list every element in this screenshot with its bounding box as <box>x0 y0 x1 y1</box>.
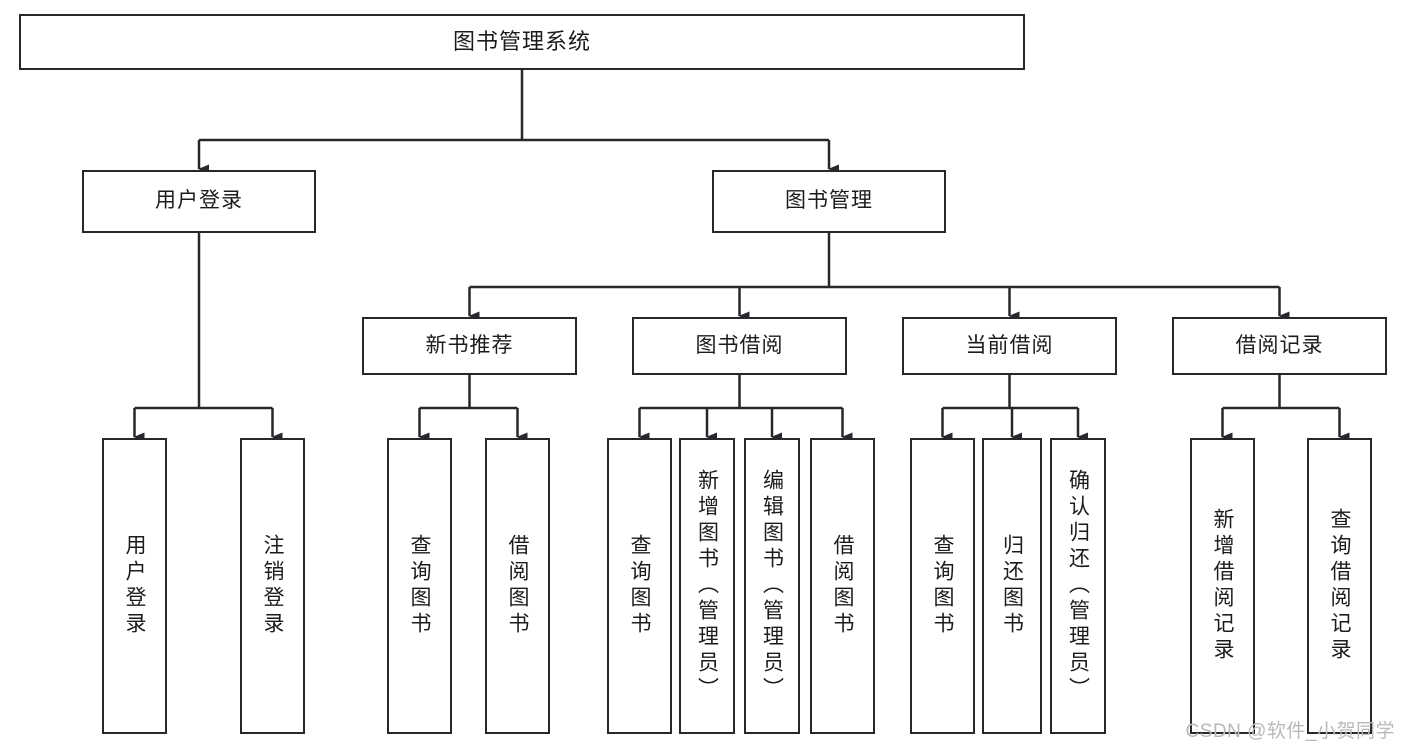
node-borrow[interactable]: 图书借阅 <box>632 317 847 375</box>
node-login[interactable]: 用户登录 <box>82 170 316 233</box>
node-leaf-qrec[interactable]: 查询借阅记录 <box>1307 438 1372 734</box>
connector-lines <box>133 70 1350 442</box>
node-label: 新增借阅记录 <box>1211 508 1235 664</box>
node-label: 用户登录 <box>155 189 243 213</box>
node-leaf-b2[interactable]: 借阅图书 <box>810 438 875 734</box>
node-label: 查询图书 <box>628 534 652 638</box>
node-leaf-login[interactable]: 用户登录 <box>102 438 167 734</box>
node-leaf-logout[interactable]: 注销登录 <box>240 438 305 734</box>
node-root[interactable]: 图书管理系统 <box>19 14 1025 70</box>
node-leaf-add[interactable]: 新增图书（管理员） <box>679 438 735 734</box>
node-leaf-addrec[interactable]: 新增借阅记录 <box>1190 438 1255 734</box>
node-label: 确认归还（管理员） <box>1066 469 1090 703</box>
node-label: 查询图书 <box>408 534 432 638</box>
node-label: 注销登录 <box>261 534 285 638</box>
node-label: 借阅记录 <box>1235 333 1324 357</box>
node-bookmgr[interactable]: 图书管理 <box>712 170 946 233</box>
node-leaf-ret[interactable]: 归还图书 <box>982 438 1042 734</box>
node-leaf-edit[interactable]: 编辑图书（管理员） <box>744 438 800 734</box>
node-leaf-q2[interactable]: 查询图书 <box>607 438 672 734</box>
node-records[interactable]: 借阅记录 <box>1172 317 1387 375</box>
node-label: 当前借阅 <box>965 333 1054 357</box>
node-label: 图书管理系统 <box>452 29 591 55</box>
node-leaf-q3[interactable]: 查询图书 <box>910 438 975 734</box>
node-label: 归还图书 <box>1000 534 1024 638</box>
node-label: 编辑图书（管理员） <box>760 469 784 703</box>
node-label: 用户登录 <box>123 534 147 638</box>
node-label: 查询图书 <box>931 534 955 638</box>
node-label: 借阅图书 <box>831 534 855 638</box>
node-current[interactable]: 当前借阅 <box>902 317 1117 375</box>
node-newbook[interactable]: 新书推荐 <box>362 317 577 375</box>
node-label: 借阅图书 <box>506 534 530 638</box>
node-label: 图书管理 <box>785 189 873 213</box>
node-leaf-b1[interactable]: 借阅图书 <box>485 438 550 734</box>
node-label: 新书推荐 <box>425 333 514 357</box>
node-label: 查询借阅记录 <box>1328 508 1352 664</box>
node-label: 新增图书（管理员） <box>695 469 719 703</box>
node-label: 图书借阅 <box>695 333 784 357</box>
node-leaf-conf[interactable]: 确认归还（管理员） <box>1050 438 1106 734</box>
node-leaf-q1[interactable]: 查询图书 <box>387 438 452 734</box>
